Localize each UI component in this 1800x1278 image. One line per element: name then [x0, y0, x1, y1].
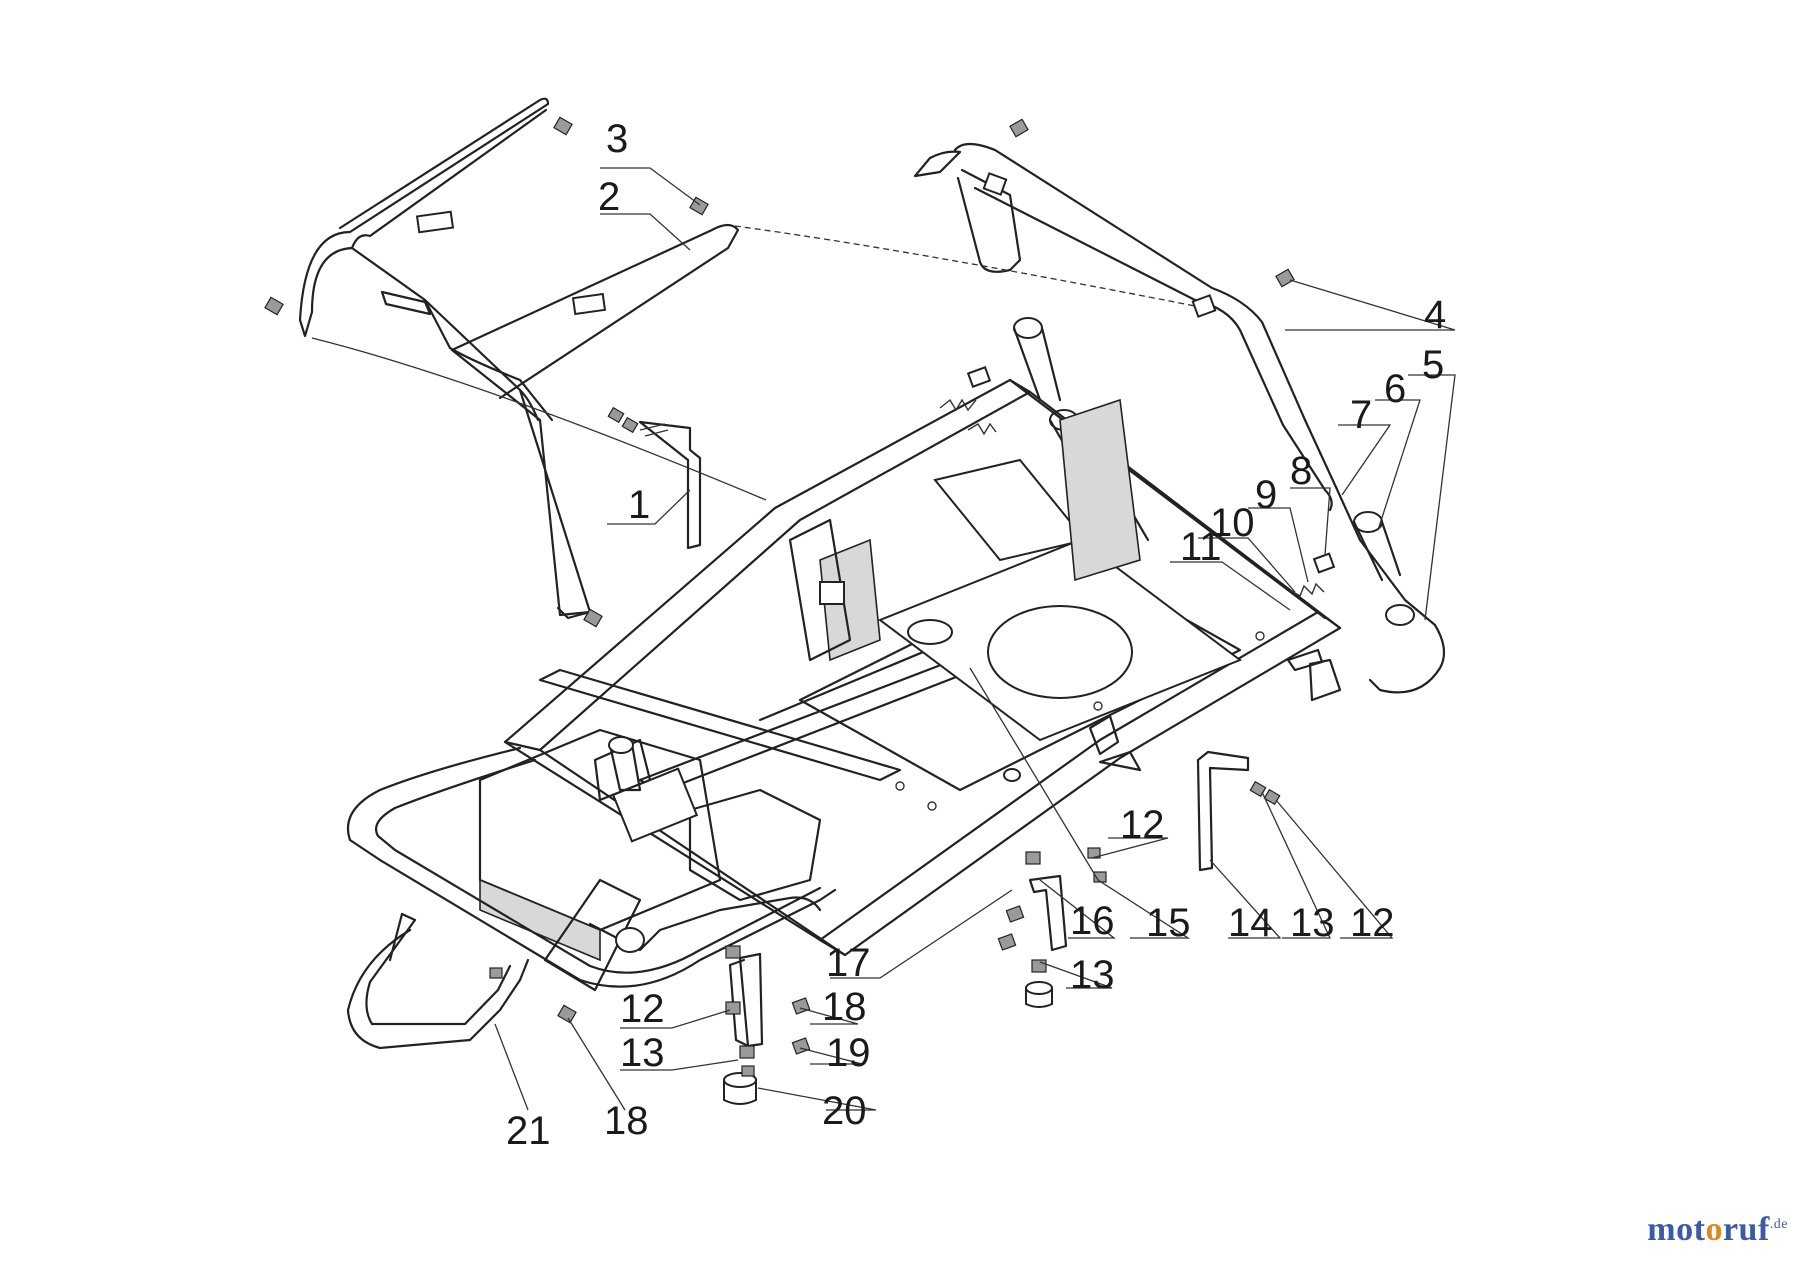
watermark-text-part-2: o — [1705, 1211, 1723, 1248]
callout-1: 1 — [628, 483, 650, 527]
watermark-text-part-3: ruf — [1722, 1211, 1770, 1248]
callout-12-right: 12 — [1350, 901, 1395, 945]
rear-roll-bar — [264, 97, 740, 628]
callout-9: 9 — [1255, 473, 1277, 517]
bracket-plate — [819, 581, 845, 605]
bolt-hardware — [264, 116, 709, 628]
callout-8: 8 — [1290, 449, 1312, 493]
callout-3: 3 — [606, 117, 628, 161]
main-chassis-frame — [346, 378, 1342, 992]
watermark-tld: .de — [1769, 1217, 1788, 1232]
callout-17: 17 — [826, 941, 871, 985]
callout-18-right: 18 — [822, 985, 867, 1029]
callout-13-left: 13 — [620, 1031, 665, 1075]
callout-12-top: 12 — [1120, 803, 1165, 847]
callout-18-left: 18 — [604, 1099, 649, 1143]
callout-12-left: 12 — [620, 987, 665, 1031]
callout-15: 15 — [1146, 901, 1191, 945]
callout-19: 19 — [826, 1031, 871, 1075]
callout-4: 4 — [1424, 293, 1446, 337]
callout-14: 14 — [1228, 901, 1273, 945]
watermark-text-part-1: mot — [1647, 1211, 1706, 1248]
strap-part-1 — [638, 420, 702, 550]
strap-part-14 — [1196, 750, 1250, 872]
front-hook-bumper — [346, 928, 530, 1050]
callout-20: 20 — [822, 1089, 867, 1133]
callout-11: 11 — [1180, 525, 1222, 569]
deck-hole-large — [987, 605, 1133, 699]
callout-5: 5 — [1422, 343, 1444, 387]
callout-13-right: 13 — [1290, 901, 1335, 945]
callout-6: 6 — [1384, 367, 1406, 411]
callout-labels: 1 2 3 4 5 6 7 8 9 10 11 12 12 12 13 13 1… — [506, 117, 1446, 1153]
small-parts — [346, 366, 1342, 1105]
motoruf-watermark-logo: motoruf.de — [1647, 1211, 1788, 1249]
leader-lines — [311, 167, 1456, 1111]
callout-13-center: 13 — [1070, 953, 1115, 997]
callout-2: 2 — [598, 175, 620, 219]
callout-21: 21 — [506, 1109, 551, 1153]
callout-7: 7 — [1350, 393, 1372, 437]
callout-10: 10 — [1210, 501, 1255, 545]
callout-16: 16 — [1070, 899, 1115, 943]
